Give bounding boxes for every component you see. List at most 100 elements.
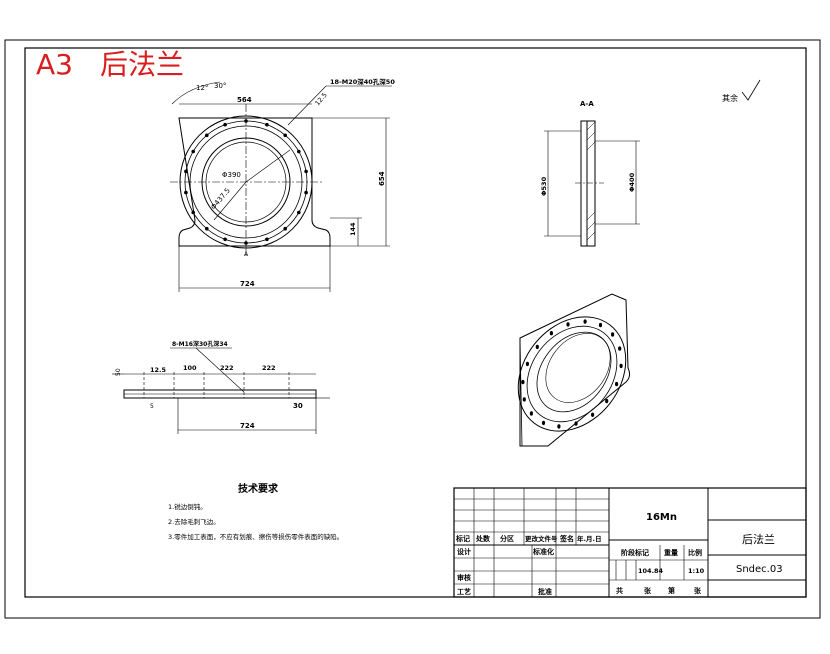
tb-sheet-total: 共 bbox=[616, 586, 623, 595]
iso-hole-icon bbox=[583, 319, 587, 324]
iso-hole-icon bbox=[549, 331, 554, 336]
tb-part-name: 后法兰 bbox=[742, 532, 775, 546]
iso-bore-back bbox=[545, 333, 611, 403]
bolt-hole-icon bbox=[184, 190, 188, 195]
inner-border bbox=[24, 47, 807, 598]
angle-b-label: 30° bbox=[214, 82, 226, 90]
iso-hole-icon bbox=[618, 346, 622, 351]
iso-side-edge bbox=[519, 337, 523, 447]
dim-top-width: 564 bbox=[237, 96, 252, 104]
outer-border bbox=[4, 39, 821, 619]
bottom-total: 724 bbox=[240, 422, 255, 430]
tech-req-item-2: 2.去除毛刺飞边。 bbox=[168, 517, 220, 526]
roughness-symbol-icon bbox=[741, 79, 761, 101]
bottom-d4: 12.5 bbox=[150, 366, 167, 374]
section-hub bbox=[586, 120, 596, 247]
bottom-d1: 100 bbox=[183, 364, 197, 372]
title-block-text: 标记 处数 分区 更改文件号 签名 年.月.日 设计 标准化 审核 工艺 批准 … bbox=[455, 512, 783, 596]
iso-bore bbox=[536, 331, 612, 413]
section-diameter-right: Φ400 bbox=[628, 172, 636, 192]
bolt-hole-icon bbox=[283, 226, 288, 231]
tech-req-item-1: 1.锐边倒钝。 bbox=[168, 502, 207, 511]
tb-header-3: 更改文件号 bbox=[525, 534, 558, 543]
bottom-view: 12.5 100 222 222 8-M16深30孔深34 50 5 30 72… bbox=[112, 340, 330, 434]
title-block-frame bbox=[453, 487, 807, 598]
pcd-leader bbox=[213, 181, 247, 221]
bolt-hole-icon bbox=[223, 122, 227, 127]
title-block bbox=[453, 487, 807, 598]
iso-hole-icon bbox=[566, 322, 570, 327]
isometric-view bbox=[517, 293, 631, 447]
section-view: A-A Φ530 Φ400 bbox=[540, 100, 640, 247]
tb-sheet-di: 第 bbox=[668, 586, 675, 595]
iso-hole-icon bbox=[541, 420, 546, 426]
iso-hole-icon bbox=[574, 421, 578, 426]
tb-sheet-zhang2: 张 bbox=[694, 586, 702, 595]
iso-hole-icon bbox=[591, 412, 595, 417]
bolt-hole-icon bbox=[191, 149, 195, 154]
tb-header-5: 年.月.日 bbox=[577, 534, 601, 543]
tech-requirements: 技术要求 1.锐边倒钝。 2.去除毛刺飞边。 3.零件加工表面，不应有划痕、擦伤… bbox=[168, 482, 343, 541]
iso-hole-icon bbox=[557, 424, 561, 429]
tb-approve: 批准 bbox=[538, 587, 552, 596]
dim-bottom-step: 144 bbox=[349, 222, 357, 236]
iso-holes bbox=[521, 319, 623, 429]
section-hatch bbox=[586, 121, 596, 241]
iso-hole-icon bbox=[615, 381, 619, 387]
iso-hole-icon bbox=[611, 332, 615, 337]
bottom-holes bbox=[143, 372, 290, 398]
bolt-hole-icon bbox=[265, 237, 269, 242]
tech-req-item-3: 3.零件加工表面，不应有划痕、擦伤等损伤零件表面的缺陷。 bbox=[168, 532, 343, 541]
section-title: A-A bbox=[580, 100, 594, 108]
angle-arc bbox=[171, 81, 221, 105]
dim-height: 654 bbox=[378, 171, 386, 186]
iso-hole-icon bbox=[598, 322, 603, 328]
bottom-d6: 50 bbox=[115, 368, 122, 376]
tb-design: 设计 bbox=[457, 547, 471, 556]
bolt-hole-icon bbox=[223, 237, 227, 242]
tb-sheet-zhang1: 张 bbox=[644, 586, 652, 595]
iso-hole-icon bbox=[529, 411, 534, 416]
iso-mid-ring bbox=[526, 325, 618, 423]
section-diameter-left: Φ530 bbox=[540, 176, 548, 196]
bottom-d2: 222 bbox=[220, 364, 234, 372]
tb-scale: 1:10 bbox=[688, 567, 705, 575]
bolt-hole-icon bbox=[297, 210, 301, 215]
bottom-d3: 222 bbox=[262, 364, 276, 372]
hole-note: 18-M20深40孔深50 bbox=[330, 77, 395, 86]
tb-weight-label: 重量 bbox=[664, 548, 678, 557]
tb-header-2: 分区 bbox=[500, 534, 514, 543]
tb-standard: 标准化 bbox=[532, 547, 554, 556]
bolt-hole-icon bbox=[205, 226, 209, 231]
section-flange bbox=[580, 120, 588, 247]
hole-note-leader bbox=[287, 85, 327, 126]
bolt-hole-icon bbox=[265, 122, 269, 127]
tb-header-1: 处数 bbox=[475, 534, 491, 543]
tb-weight: 104.84 bbox=[638, 567, 664, 575]
diameter-pcd-label: Φ437.5 bbox=[209, 187, 232, 212]
angle-a-label: 12° bbox=[196, 84, 208, 92]
bore-leader bbox=[245, 149, 291, 183]
bolt-hole-icon bbox=[283, 133, 288, 138]
iso-hole-icon bbox=[521, 379, 525, 385]
sheet-title-overlay: 后法兰 bbox=[100, 48, 184, 81]
tb-stage-label: 阶段标记 bbox=[621, 548, 649, 557]
bolt-hole-icon bbox=[304, 169, 308, 174]
iso-hole-icon bbox=[522, 397, 526, 402]
iso-hole-icon bbox=[535, 344, 539, 350]
bottom-hole-note: 8-M16深30孔深34 bbox=[172, 340, 228, 348]
bottom-d5: 30 bbox=[293, 402, 303, 410]
iso-outer-ring bbox=[517, 316, 627, 432]
bolt-hole-icon bbox=[244, 241, 248, 245]
bottom-hole-leader bbox=[195, 347, 245, 393]
iso-hole-icon bbox=[605, 398, 609, 404]
tb-review: 审核 bbox=[457, 573, 471, 582]
bottom-left-thk: 5 bbox=[150, 403, 154, 410]
sheet-size-label: A3 bbox=[36, 48, 73, 81]
bolt-hole-icon bbox=[304, 190, 308, 195]
iso-hole-icon bbox=[619, 363, 623, 369]
bolt-hole-icon bbox=[297, 149, 301, 154]
tech-req-title: 技术要求 bbox=[238, 482, 279, 495]
tb-material: 16Mn bbox=[646, 512, 677, 523]
